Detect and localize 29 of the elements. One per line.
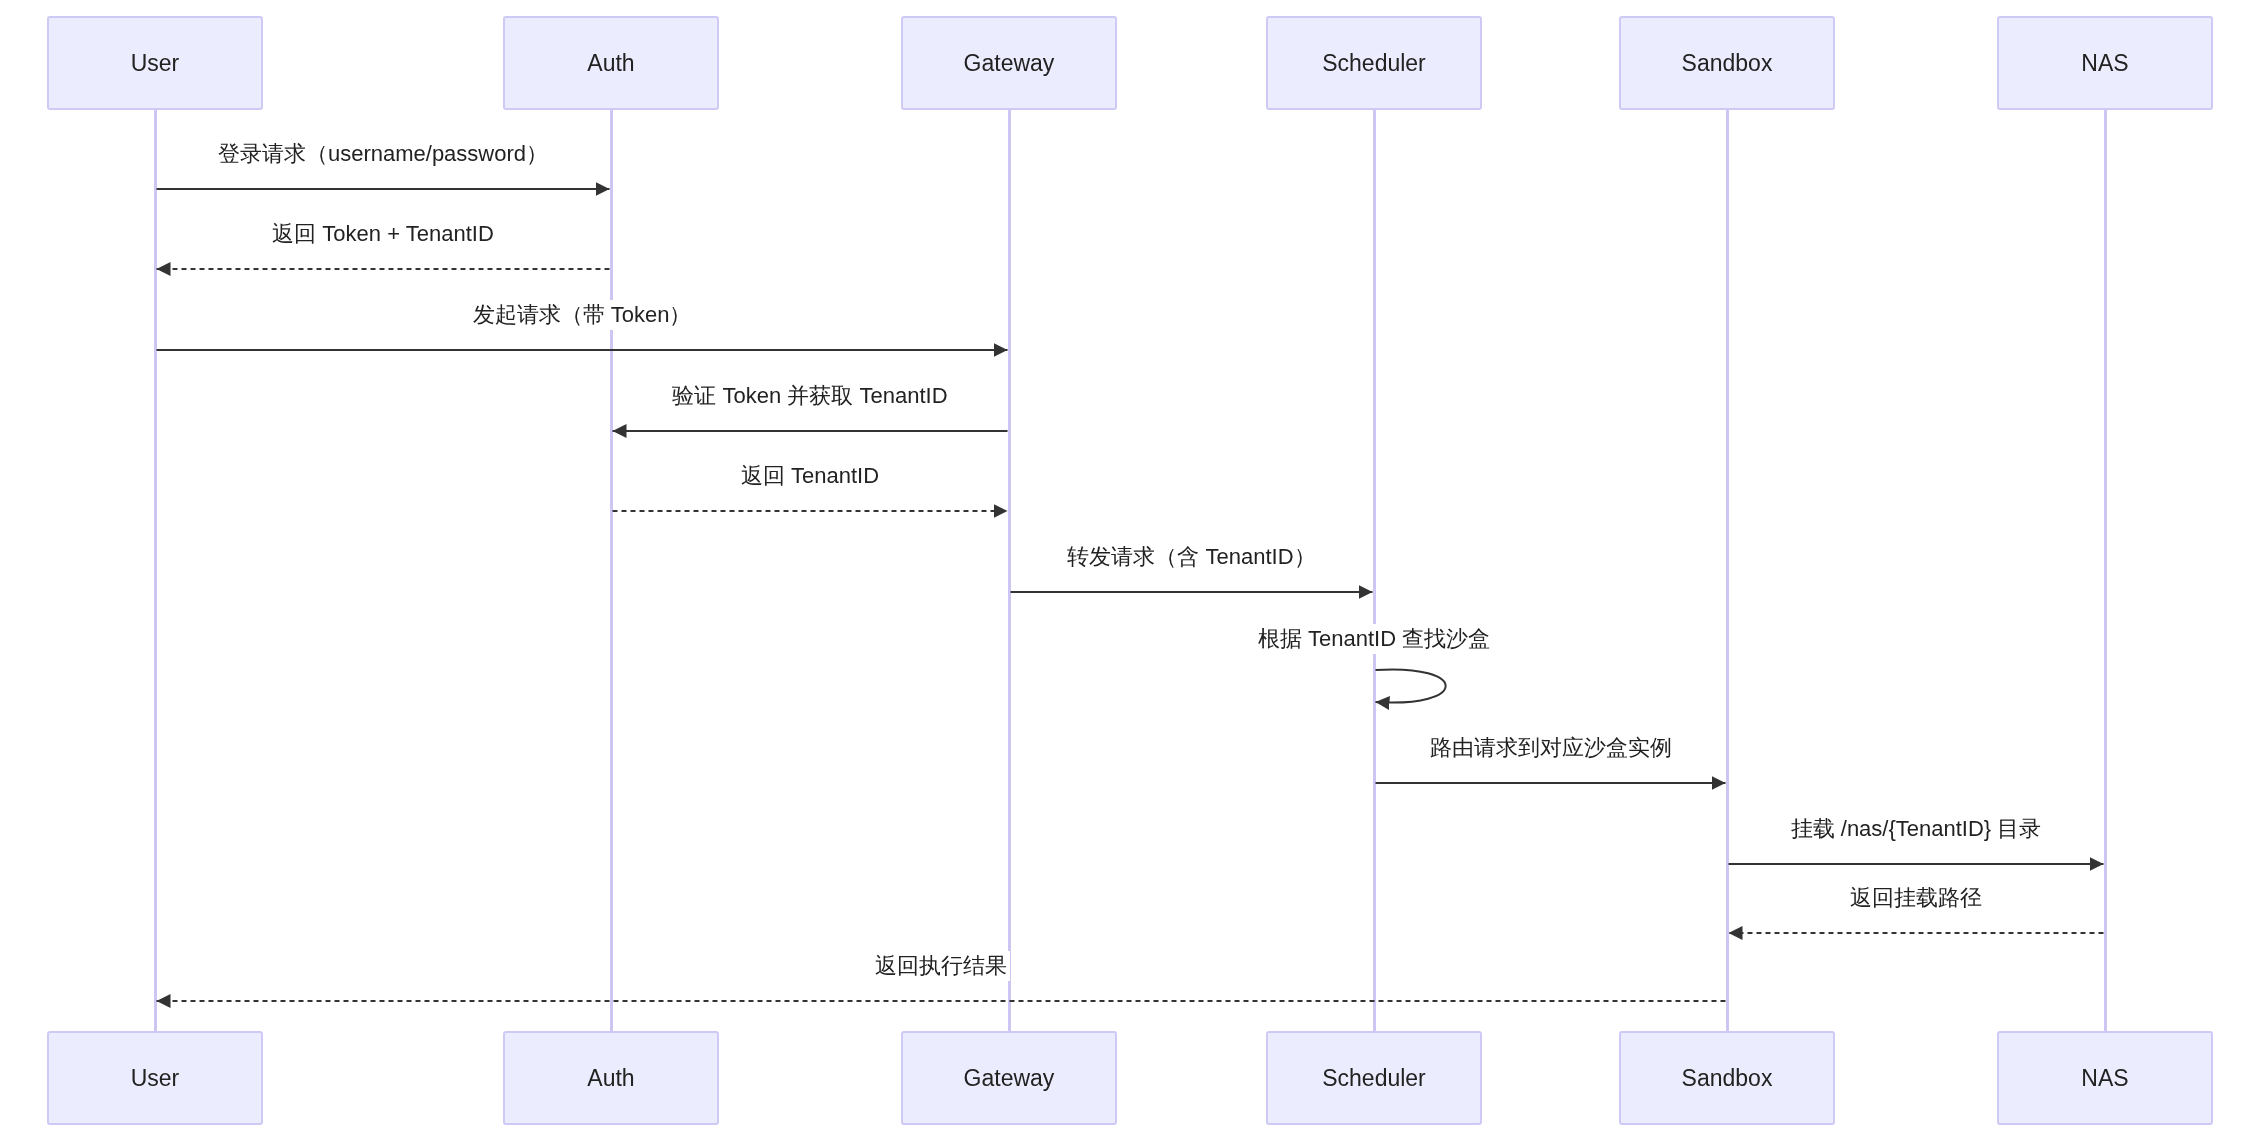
participant-box: Auth	[503, 1031, 719, 1125]
participant-box: Gateway	[901, 1031, 1117, 1125]
message-arrow	[155, 343, 1009, 357]
participant-box: NAS	[1997, 1031, 2213, 1125]
message-arrow	[1727, 857, 2105, 871]
participant-box: User	[47, 1031, 263, 1125]
lifeline	[153, 110, 157, 1031]
lifeline	[1725, 110, 1729, 1031]
self-message-arrow	[1374, 668, 1447, 710]
message-arrow	[611, 424, 1009, 438]
lifeline	[1007, 110, 1011, 1031]
participant-box: Gateway	[901, 16, 1117, 110]
lifeline	[2103, 110, 2107, 1031]
participant-box: Sandbox	[1619, 16, 1835, 110]
participant-box: Sandbox	[1619, 1031, 1835, 1125]
participant-box: Scheduler	[1266, 1031, 1482, 1125]
participant-box: User	[47, 16, 263, 110]
message-arrow	[155, 994, 1727, 1008]
message-arrow	[611, 504, 1009, 518]
participant-box: NAS	[1997, 16, 2213, 110]
participant-box: Auth	[503, 16, 719, 110]
message-arrow	[1009, 585, 1374, 599]
message-label: 返回执行结果	[872, 951, 1010, 981]
message-arrow	[155, 262, 611, 276]
message-arrow	[1727, 926, 2105, 940]
message-arrow	[155, 182, 611, 196]
lifeline	[609, 110, 613, 1031]
message-arrow	[1374, 776, 1727, 790]
participant-box: Scheduler	[1266, 16, 1482, 110]
